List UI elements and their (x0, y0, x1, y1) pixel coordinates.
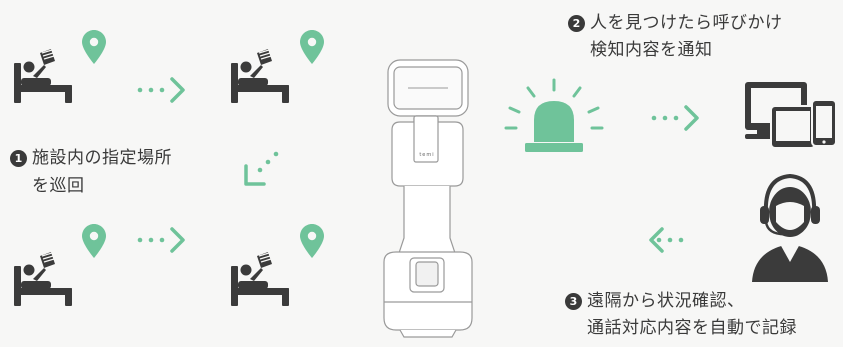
step-2-line1: 人を見つけたら呼びかけ (590, 13, 783, 33)
devices-icon (745, 82, 836, 148)
step-2-line2: 検知内容を通知 (568, 39, 783, 61)
dotted-arrow-icon-right (652, 107, 697, 129)
step-1-number: 1 (10, 150, 27, 167)
step-2-caption: 2 人を見つけたら呼びかけ 検知内容を通知 (568, 12, 783, 61)
step-3-line1: 遠隔から状況確認、 (587, 291, 745, 311)
operator-headset-icon (752, 176, 828, 282)
step-1-caption: 1 施設内の指定場所 を巡回 (10, 147, 172, 197)
location-pin-icon-1 (82, 30, 106, 64)
step-2-number: 2 (568, 15, 585, 32)
bed-person-icon-3 (14, 252, 72, 306)
location-pin-icon-4 (300, 224, 324, 258)
temi-robot (384, 60, 472, 337)
bed-person-icon-1 (14, 49, 72, 103)
robot-logo: temi (419, 152, 434, 158)
dotted-arrow-icon-top (138, 79, 183, 101)
dotted-arrow-icon-left (651, 229, 683, 251)
step-1-line1: 施設内の指定場所 (32, 148, 172, 168)
bed-person-icon-4 (231, 252, 289, 306)
alarm-light-icon (506, 80, 602, 152)
location-pin-icon-2 (300, 30, 324, 64)
dotted-arrow-icon-diagonal (246, 152, 278, 184)
step-3-number: 3 (565, 293, 582, 310)
dotted-arrow-icon-bottom (138, 229, 183, 251)
location-pin-icon-3 (82, 224, 106, 258)
bed-person-icon-2 (231, 49, 289, 103)
step-3-caption: 3 遠隔から状況確認、 通話対応内容を自動で記録 (565, 290, 797, 339)
step-1-line2: を巡回 (10, 175, 172, 197)
step-3-line2: 通話対応内容を自動で記録 (565, 317, 797, 339)
